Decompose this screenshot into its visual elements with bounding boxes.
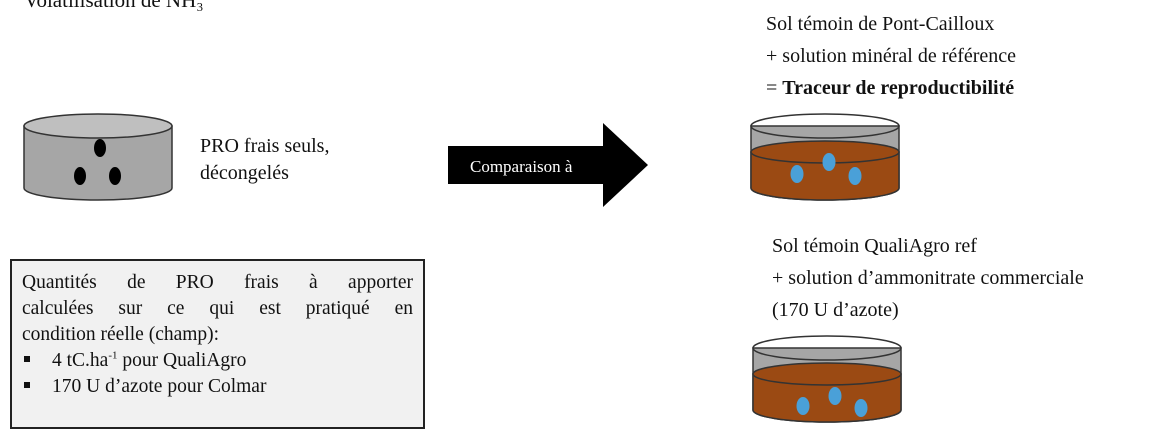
quantities-note-box: Quantités de PRO frais à apporter calcul… [10, 259, 425, 429]
note-line1: Quantités de PRO frais à apporter [22, 272, 413, 293]
solution-drop [796, 397, 810, 415]
bullet-square-icon [24, 356, 30, 362]
control2-line2: + solution d’ammonitrate commerciale [772, 267, 1084, 289]
page-title: Volatilisation de NH₃ [24, 0, 204, 12]
note-bullet-qualiagro: 4 tC.ha-1 pour QualiAgro [22, 348, 413, 374]
bullet-square-icon [24, 382, 30, 388]
control1-line3: = Traceur de reproductibilité [766, 77, 1015, 99]
soil-dish-2-icon [752, 335, 902, 423]
control1-line2: + solution minéral de référence [766, 45, 1017, 67]
pro-pellet [74, 167, 86, 185]
control2-line1: Sol témoin QualiAgro ref [772, 235, 977, 257]
pro-pellet [94, 139, 106, 157]
solution-drop [822, 153, 836, 171]
control2-line3: (170 U d’azote) [772, 299, 899, 321]
pro-pellet [109, 167, 121, 185]
note-line3: condition réelle (champ): [22, 324, 220, 345]
pro-dish-icon [23, 113, 173, 201]
control1-line1: Sol témoin de Pont-Cailloux [766, 13, 995, 35]
pro-label-line1: PRO frais seuls, [200, 135, 330, 157]
solution-drop [828, 387, 842, 405]
reproducibility-tracer: Traceur de reproductibilité [782, 77, 1015, 99]
soil-dish-1-icon [750, 113, 900, 201]
note-line2: calculées sur ce qui est pratiqué en [22, 298, 413, 319]
arrow-label: Comparaison à [470, 157, 573, 176]
solution-drop [854, 399, 868, 417]
pro-label-line2: décongelés [200, 162, 289, 184]
solution-drop [790, 165, 804, 183]
solution-drop [848, 167, 862, 185]
comparison-arrow [448, 123, 648, 207]
note-bullet-colmar: 170 U d’azote pour Colmar [22, 374, 413, 400]
